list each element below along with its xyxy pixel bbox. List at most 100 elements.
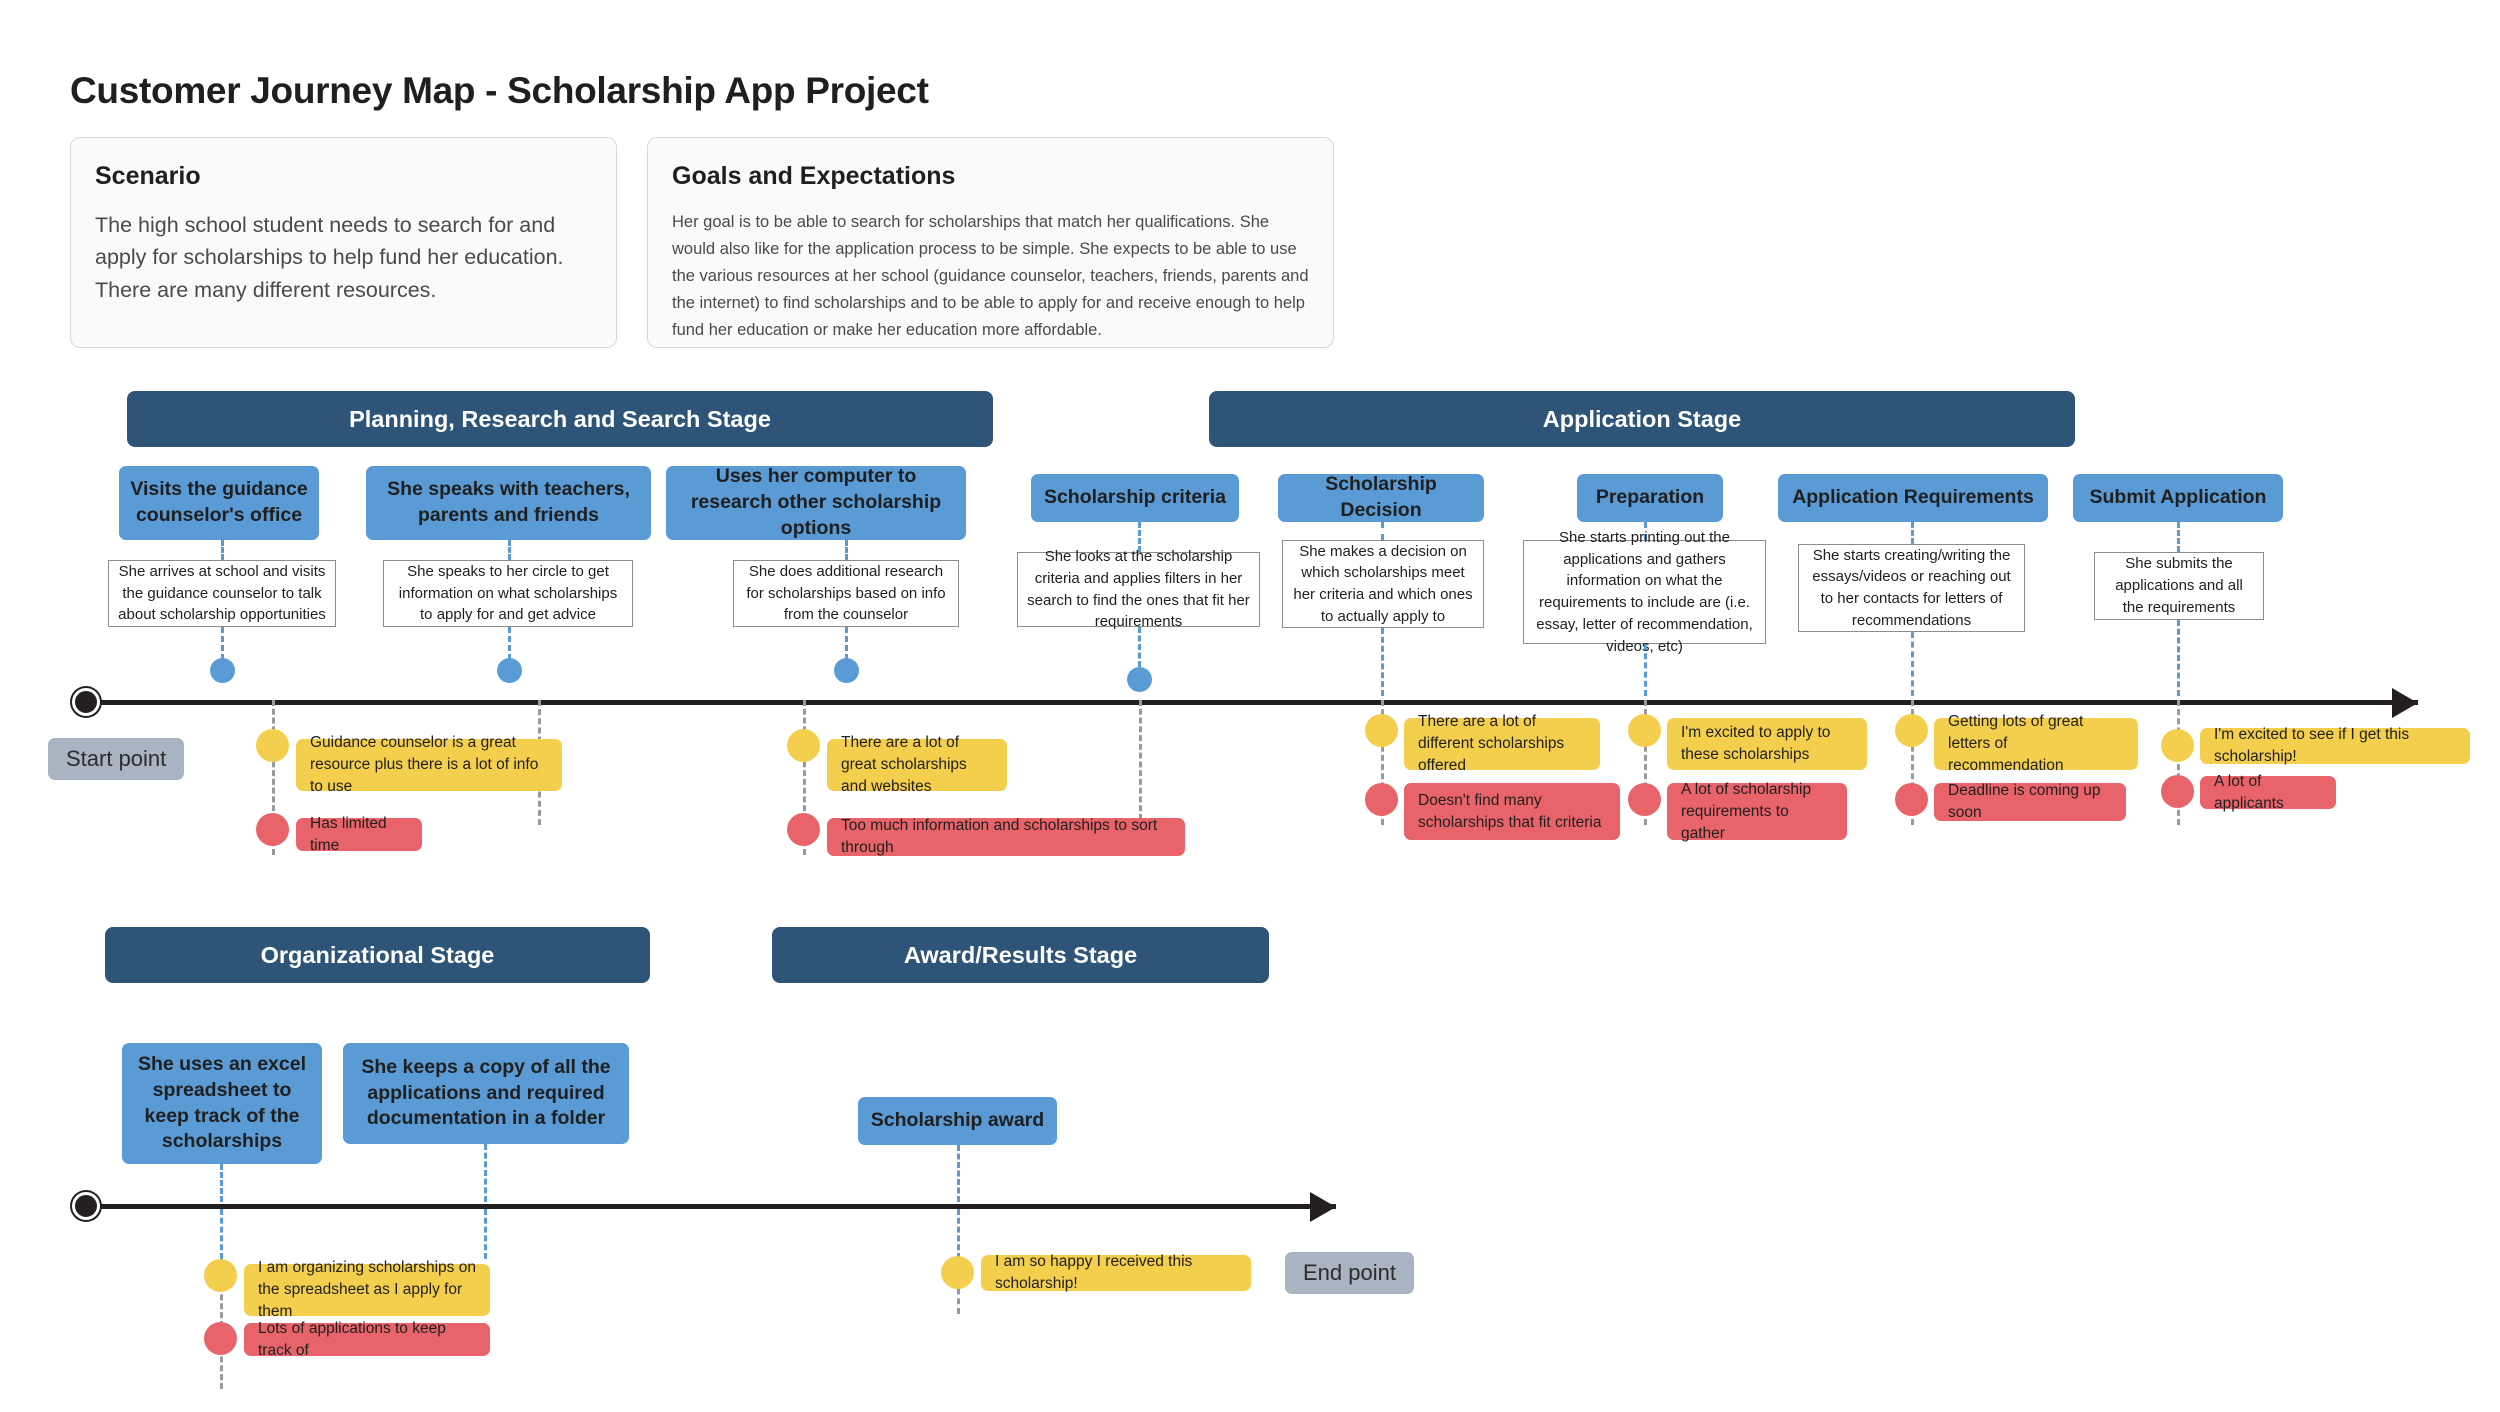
stage-bar-planning[interactable]: Planning, Research and Search Stage [127,391,993,447]
goals-body: Her goal is to be able to search for sch… [672,213,1309,339]
end-point-pill: End point [1285,1252,1414,1294]
action-box-keeps-copy[interactable]: She keeps a copy of all the applications… [343,1043,629,1144]
emotion-dot-negative [1895,783,1928,816]
connector-dash [508,627,511,660]
touchpoint-dot [210,658,235,683]
emotion-dash [1139,700,1142,855]
timeline-arrow-icon [2392,688,2418,718]
touchpoint-dot [834,658,859,683]
detail-box-scholarship-decision: She makes a decision on which scholarshi… [1282,540,1484,628]
stage-bar-application[interactable]: Application Stage [1209,391,2075,447]
detail-box-submit-application: She submits the applications and all the… [2094,552,2264,620]
connector-dash [484,1209,487,1259]
scenario-card: Scenario The high school student needs t… [70,137,617,348]
emotion-dot-positive [204,1259,237,1292]
detail-box-computer-research: She does additional research for scholar… [733,560,959,627]
connector-dash [221,627,224,660]
emotion-card-positive: There are a lot of great scholarships an… [827,734,1007,795]
action-box-scholarship-criteria[interactable]: Scholarship criteria [1031,474,1239,522]
connector-dash [845,627,848,660]
emotion-card-negative: Deadline is coming up soon [1934,782,2126,821]
emotion-dot-positive [1895,714,1928,747]
action-box-guidance-office[interactable]: Visits the guidance counselor's office [119,466,319,540]
detail-box-application-requirements: She starts creating/writing the essays/v… [1798,544,2025,632]
touchpoint-dot [1127,667,1152,692]
detail-box-scholarship-criteria: She looks at the scholarship criteria an… [1017,548,1260,630]
touchpoint-dot [497,658,522,683]
connector-dash [1381,628,1384,696]
emotion-dash [1911,700,1914,825]
goals-heading: Goals and Expectations [672,162,956,190]
emotion-dash [803,700,806,855]
detail-box-preparation: She starts printing out the applications… [1523,529,1766,655]
emotion-card-negative: Too much information and scholarships to… [827,817,1185,856]
emotion-dot-negative [256,813,289,846]
emotion-dot-positive [2161,729,2194,762]
timeline-start-dot [72,688,100,716]
emotion-card-positive: I'm excited to apply to these scholarshi… [1667,718,1867,770]
connector-dash [957,1145,960,1202]
start-point-pill: Start point [48,738,185,780]
detail-box-speaks-teachers: She speaks to her circle to get informat… [383,560,633,627]
action-box-scholarship-award[interactable]: Scholarship award [858,1097,1057,1145]
connector-dash [2177,620,2180,696]
connector-dash [1644,644,1647,696]
scenario-body: The high school student needs to search … [95,213,564,302]
stage-bar-organizational[interactable]: Organizational Stage [105,927,650,983]
emotion-dash [1644,700,1647,825]
connector-dash [508,540,511,560]
stage-bar-award-results[interactable]: Award/Results Stage [772,927,1269,983]
connector-dash [220,1209,223,1259]
emotion-card-negative: A lot of scholarship requirements to gat… [1667,781,1847,842]
emotion-card-negative: Lots of applications to keep track of [244,1320,490,1359]
emotion-card-negative: Doesn't find many scholarships that fit … [1404,783,1620,840]
connector-dash [221,540,224,560]
action-box-preparation[interactable]: Preparation [1577,474,1723,522]
connector-dash [1138,627,1141,667]
connector-dash [845,540,848,560]
connector-dash [1138,522,1141,552]
action-box-computer-research[interactable]: Uses her computer to research other scho… [666,465,966,540]
action-box-submit-application[interactable]: Submit Application [2073,474,2283,522]
detail-box-guidance-office: She arrives at school and visits the gui… [108,560,336,627]
connector-dash [1644,522,1647,540]
emotion-card-positive: I'm excited to see if I get this scholar… [2200,726,2470,765]
emotion-card-positive: Getting lots of great letters of recomme… [1934,713,2138,774]
connector-dash [484,1144,487,1202]
timeline-arrow-icon [1310,1192,1336,1222]
emotion-dash [1381,700,1384,825]
connector-dash [220,1164,223,1202]
action-box-application-requirements[interactable]: Application Requirements [1778,474,2048,522]
emotion-dot-negative [204,1322,237,1355]
emotion-dot-positive [1365,714,1398,747]
connector-dash [1911,522,1914,544]
emotion-dot-positive [256,729,289,762]
action-box-excel-spreadsheet[interactable]: She uses an excel spreadsheet to keep tr… [122,1043,322,1164]
action-box-scholarship-decision[interactable]: Scholarship Decision [1278,473,1484,522]
goals-card: Goals and Expectations Her goal is to be… [647,137,1334,348]
emotion-card-positive: I am so happy I received this scholarshi… [981,1253,1251,1292]
emotion-dash [272,700,275,855]
emotion-card-negative: Has limited time [296,815,422,854]
emotion-dot-negative [787,813,820,846]
connector-dash [1381,522,1384,540]
connector-dash [1911,632,1914,696]
connector-dash [2177,522,2180,552]
emotion-dot-positive [941,1256,974,1289]
emotion-dash [2177,700,2180,825]
timeline-top [86,700,2418,705]
connector-dash [957,1209,960,1259]
emotion-dot-positive [787,729,820,762]
emotion-card-positive: There are a lot of different scholarship… [1404,713,1600,774]
emotion-dot-negative [1628,783,1661,816]
page-title: Customer Journey Map - Scholarship App P… [70,70,929,111]
timeline-start-dot [72,1192,100,1220]
emotion-dot-positive [1628,714,1661,747]
emotion-card-positive: I am organizing scholarships on the spre… [244,1259,490,1320]
emotion-card-positive: Guidance counselor is a great resource p… [296,734,562,795]
action-box-speaks-teachers[interactable]: She speaks with teachers, parents and fr… [366,466,651,540]
timeline-bottom [86,1204,1336,1209]
emotion-card-negative: A lot of applicants [2200,773,2336,812]
scenario-heading: Scenario [95,162,201,190]
